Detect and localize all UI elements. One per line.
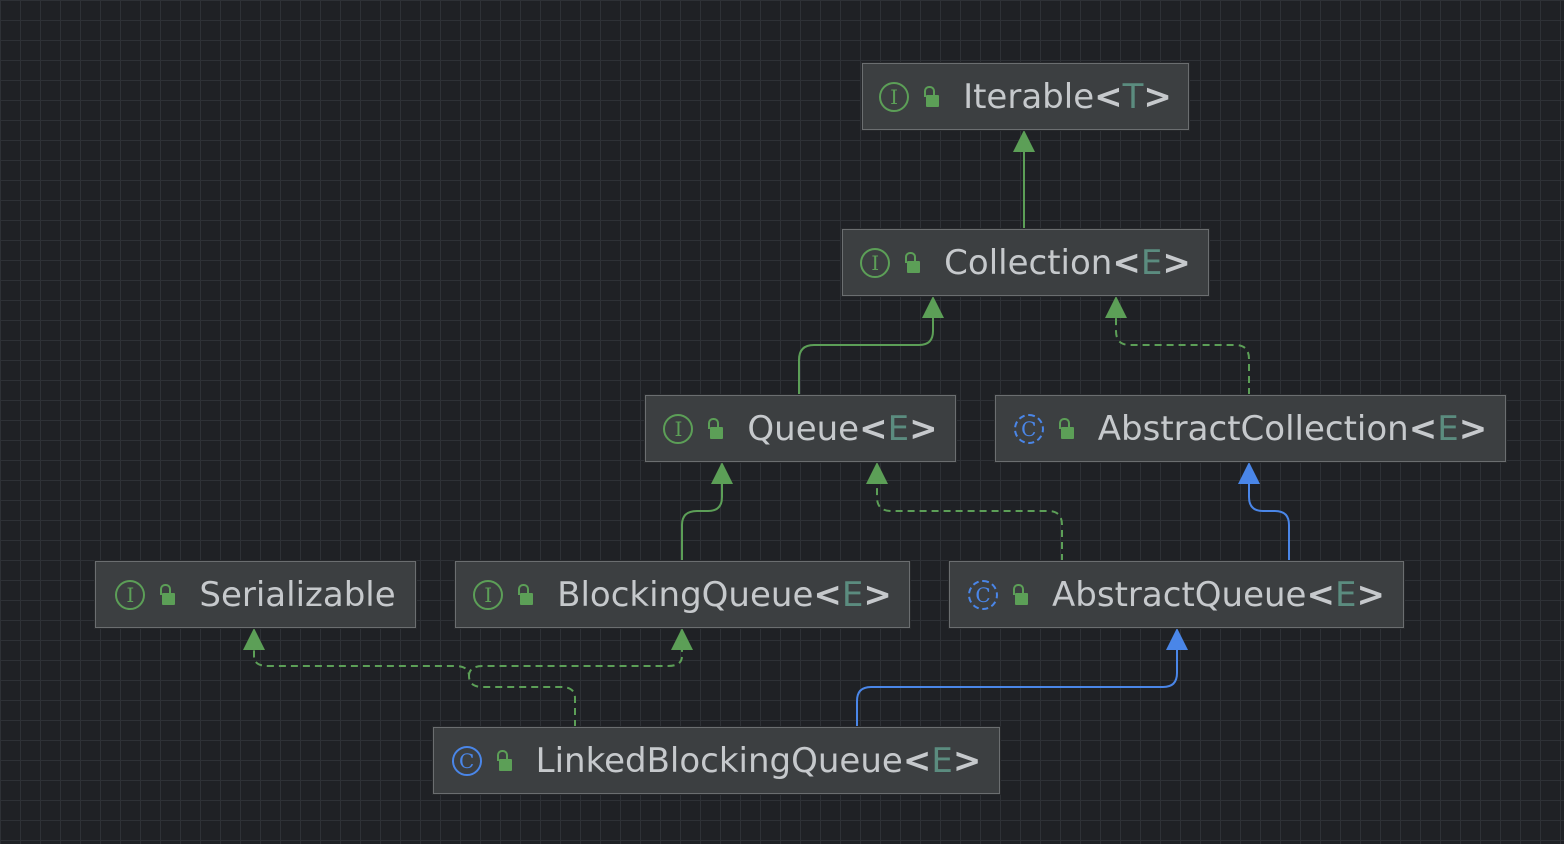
unlocked-padlock-icon — [517, 583, 534, 606]
class-name: BlockingQueue — [557, 574, 814, 615]
arrowhead-abstractcollection — [1238, 462, 1260, 484]
unlocked-padlock-icon — [904, 251, 921, 274]
type-param: T — [1122, 76, 1144, 117]
node-iterable[interactable]: I Iterable<T> — [862, 63, 1189, 130]
open-angle-bracket: < — [1094, 76, 1123, 117]
open-angle-bracket: < — [859, 408, 888, 449]
edge-blockingqueue-to-queue — [681, 482, 723, 561]
class-name: AbstractCollection — [1097, 408, 1409, 449]
interface-icon: I — [879, 81, 910, 112]
close-angle-bracket: > — [1458, 408, 1488, 449]
open-angle-bracket: < — [902, 740, 932, 781]
edge-linkedblockingqueue-to-abstractqueue — [856, 648, 1178, 727]
close-angle-bracket: > — [1143, 76, 1172, 117]
node-abstract-queue[interactable]: C AbstractQueue<E> — [949, 561, 1404, 628]
node-queue[interactable]: I Queue<E> — [645, 395, 956, 462]
arrowhead-iterable — [1013, 130, 1035, 152]
type-param: E — [1437, 408, 1459, 449]
arrowhead-collection-left — [922, 296, 944, 318]
edge-abstractcollection-to-collection — [1115, 316, 1250, 395]
class-name: Serializable — [199, 574, 396, 615]
type-param: E — [1140, 242, 1163, 283]
close-angle-bracket: > — [952, 740, 982, 781]
node-label: Serializable — [199, 575, 395, 615]
edge-abstractqueue-to-queue — [876, 482, 1063, 561]
arrowhead-queue-left — [711, 462, 733, 484]
node-label: Iterable<T> — [963, 77, 1172, 117]
node-label: BlockingQueue<E> — [557, 575, 892, 615]
interface-icon: I — [115, 579, 146, 610]
edge-queue-to-collection — [798, 316, 934, 395]
unlocked-padlock-icon — [1058, 417, 1074, 440]
abstract-class-icon: C — [968, 579, 999, 610]
node-collection[interactable]: I Collection<E> — [842, 229, 1209, 296]
unlocked-padlock-icon — [159, 583, 176, 606]
type-param: E — [887, 408, 910, 449]
class-name: Iterable — [963, 76, 1095, 117]
class-name: Queue — [747, 408, 860, 449]
node-abstract-collection[interactable]: C AbstractCollection<E> — [995, 395, 1506, 462]
arrowhead-abstractqueue — [1166, 628, 1188, 650]
unlocked-padlock-icon — [1012, 583, 1029, 606]
interface-icon: I — [473, 579, 504, 610]
unlocked-padlock-icon — [496, 749, 512, 772]
unlocked-padlock-icon — [923, 85, 940, 108]
unlocked-padlock-icon — [707, 417, 724, 440]
node-label: Queue<E> — [747, 409, 937, 449]
node-serializable[interactable]: I Serializable — [95, 561, 416, 628]
close-angle-bracket: > — [1356, 574, 1385, 615]
open-angle-bracket: < — [1112, 242, 1141, 283]
edge-linkedblockingqueue-to-serializable — [253, 648, 576, 727]
node-label: AbstractCollection<E> — [1098, 409, 1487, 449]
open-angle-bracket: < — [1408, 408, 1438, 449]
arrowhead-serializable — [243, 628, 265, 650]
node-label: LinkedBlockingQueue<E> — [536, 741, 982, 781]
node-blocking-queue[interactable]: I BlockingQueue<E> — [455, 561, 910, 628]
close-angle-bracket: > — [909, 408, 938, 449]
interface-icon: I — [663, 413, 694, 444]
close-angle-bracket: > — [1162, 242, 1191, 283]
close-angle-bracket: > — [863, 574, 892, 615]
abstract-class-icon: C — [1013, 413, 1044, 444]
open-angle-bracket: < — [1306, 574, 1335, 615]
type-param: E — [841, 574, 864, 615]
class-name: LinkedBlockingQueue — [535, 740, 903, 781]
edge-abstractqueue-to-abstractcollection — [1248, 482, 1290, 561]
arrowhead-collection-right — [1105, 296, 1127, 318]
type-param: E — [931, 740, 953, 781]
arrowhead-queue-right — [866, 462, 888, 484]
node-label: AbstractQueue<E> — [1052, 575, 1385, 615]
type-param: E — [1334, 574, 1357, 615]
class-name: Collection — [944, 242, 1113, 283]
node-linked-blocking-queue[interactable]: C LinkedBlockingQueue<E> — [433, 727, 1000, 794]
arrowhead-blockingqueue — [671, 628, 693, 650]
node-label: Collection<E> — [944, 243, 1191, 283]
class-name: AbstractQueue — [1052, 574, 1307, 615]
edge-linkedblockingqueue-to-blockingqueue — [468, 648, 683, 677]
class-icon: C — [451, 745, 482, 776]
open-angle-bracket: < — [813, 574, 842, 615]
interface-icon: I — [860, 247, 891, 278]
